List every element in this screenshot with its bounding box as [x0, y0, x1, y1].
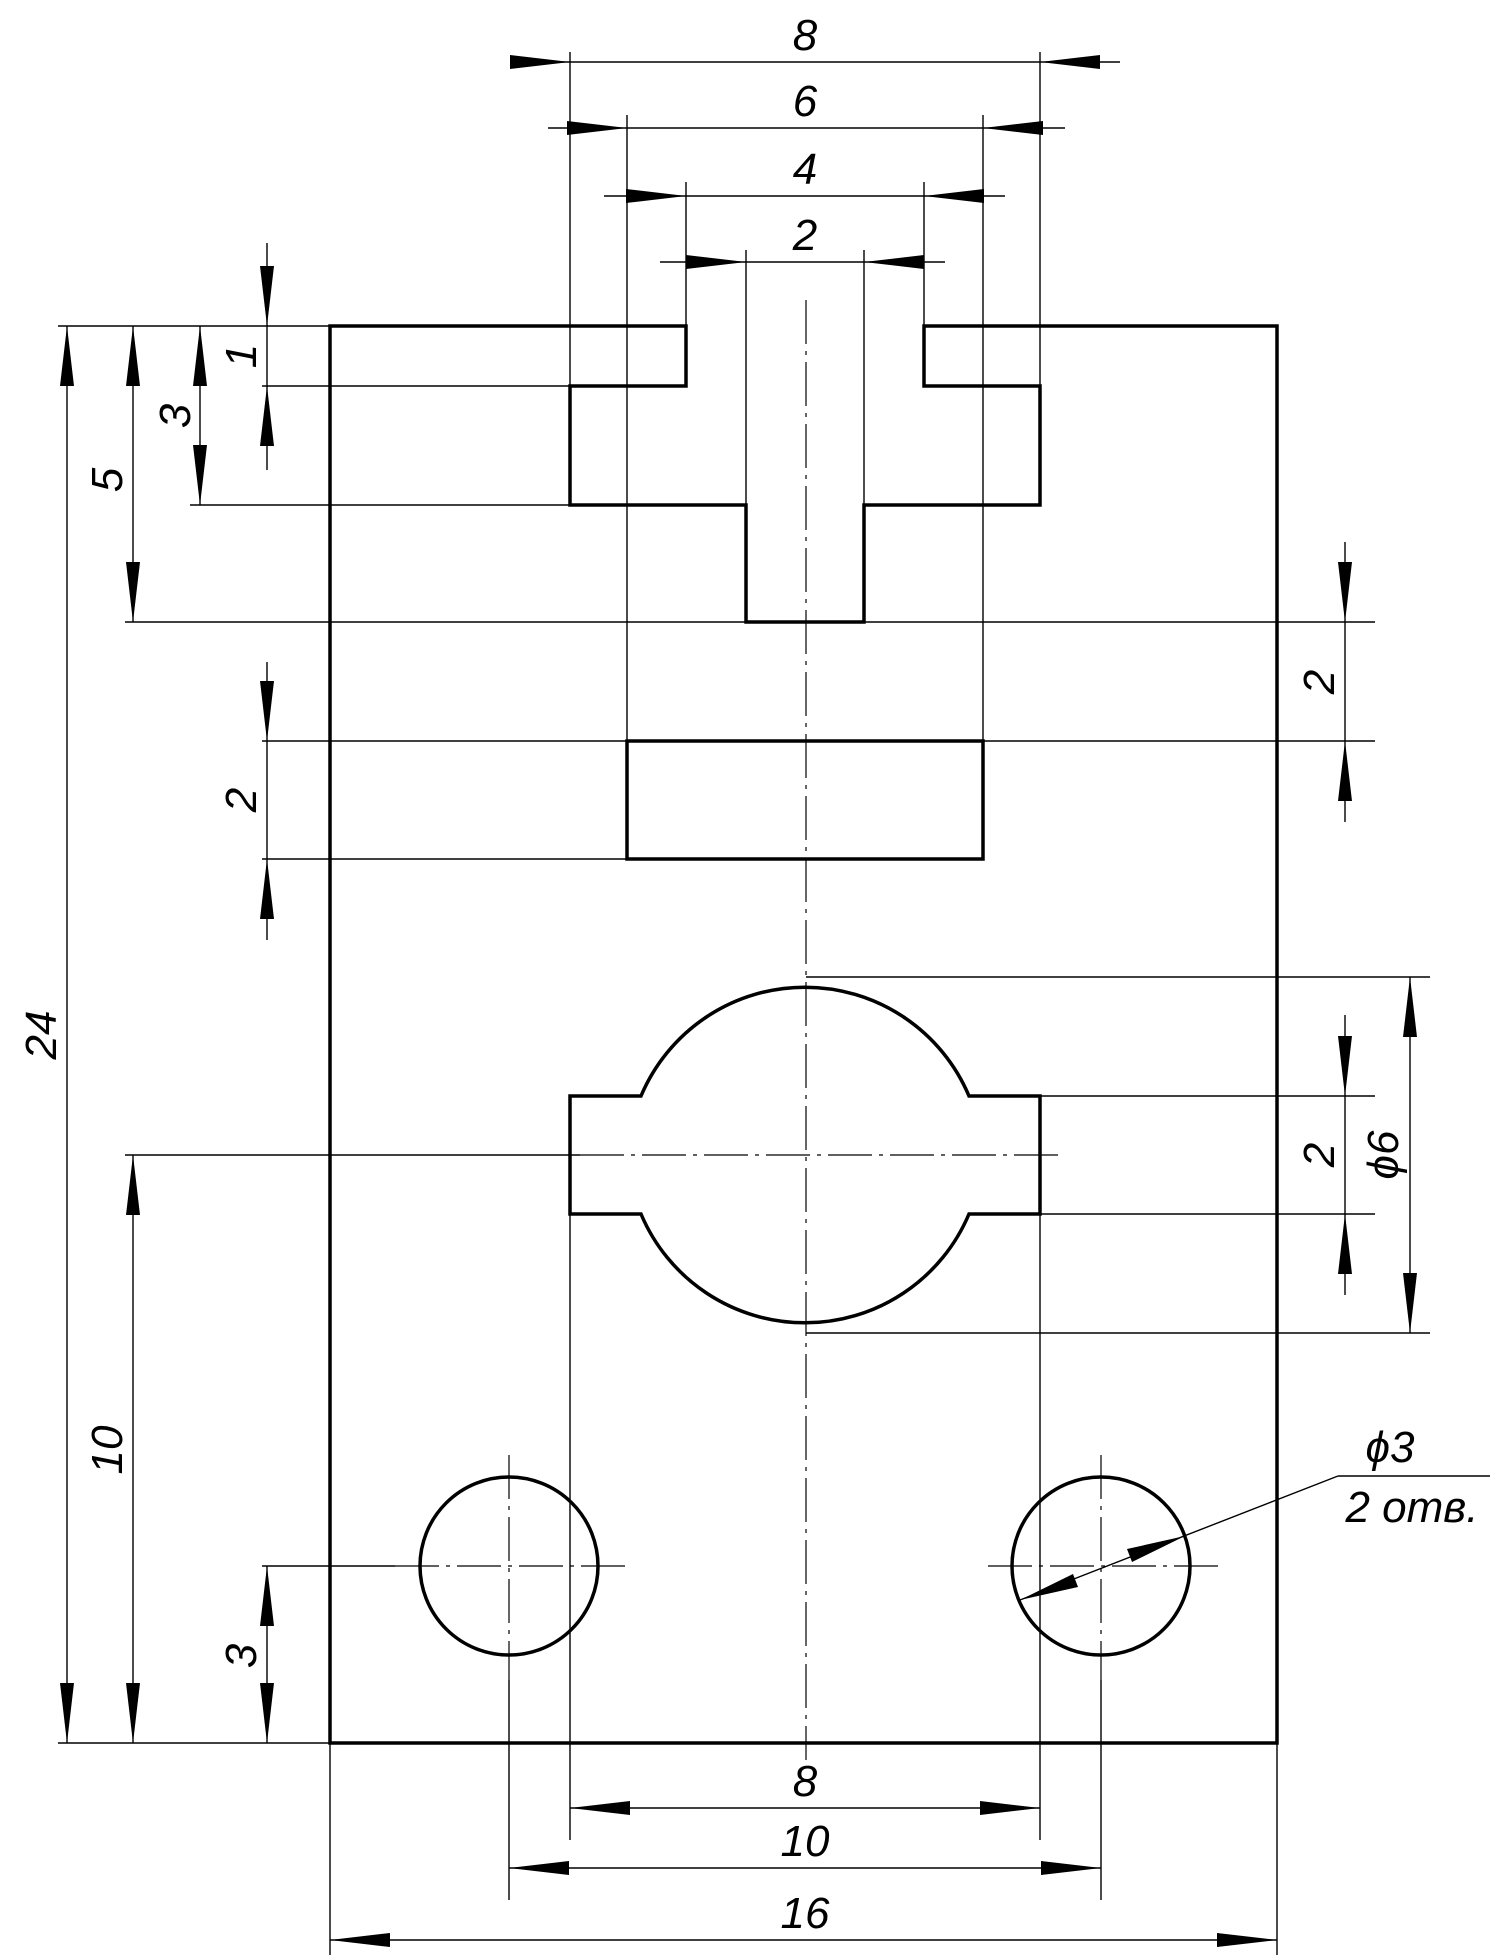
- arrowhead: [864, 255, 924, 269]
- arrowhead: [260, 1683, 274, 1743]
- dim-text-height-24: 24: [17, 1011, 66, 1061]
- arrowhead: [260, 859, 274, 919]
- dim-text-width-16: 16: [781, 1889, 830, 1938]
- dim-text-width-10: 10: [781, 1817, 830, 1866]
- arrowhead: [983, 121, 1043, 135]
- arrowhead: [60, 326, 74, 386]
- arrowhead: [1217, 1933, 1277, 1947]
- arrowhead: [260, 386, 274, 446]
- arrowhead: [626, 189, 686, 203]
- arrowhead: [1040, 55, 1100, 69]
- arrowhead: [510, 55, 570, 69]
- arrowheads: [60, 55, 1417, 1947]
- arrowhead: [1403, 977, 1417, 1037]
- dim-text-width-4: 4: [793, 145, 817, 194]
- hole-callout-size: ϕ3: [1366, 1423, 1415, 1472]
- dim-text-height-3: 3: [217, 1643, 266, 1668]
- hole-callout-count: 2 отв.: [1344, 1483, 1478, 1532]
- outer-body-with-top-notch: [328, 324, 1279, 1745]
- arrowhead: [126, 1155, 140, 1215]
- arrowhead: [260, 681, 274, 741]
- arrowhead: [1338, 562, 1352, 622]
- dim-text-slot-2: 2: [217, 788, 266, 813]
- arrowhead: [509, 1861, 569, 1875]
- arrowhead: [193, 326, 207, 386]
- arrowhead: [570, 1801, 630, 1815]
- arrowhead: [330, 1933, 390, 1947]
- arrowhead: [1338, 1214, 1352, 1274]
- arrowhead: [1127, 1536, 1185, 1562]
- arrowhead: [1403, 1273, 1417, 1333]
- arrowhead: [126, 1683, 140, 1743]
- dim-text-depth-5: 5: [83, 467, 132, 492]
- dim-text-key-2: 2: [1295, 1143, 1344, 1168]
- dim-text-width-6: 6: [793, 77, 818, 126]
- center-lines: [395, 300, 1218, 1760]
- dim-text-gap-2: 2: [1295, 670, 1344, 695]
- arrowhead: [193, 445, 207, 505]
- arrowhead: [1338, 1036, 1352, 1096]
- arrowhead: [126, 562, 140, 622]
- arrowhead: [567, 121, 627, 135]
- rectangular-slot: [625, 739, 985, 861]
- dim-text-depth-3: 3: [151, 403, 200, 428]
- arrowhead: [1338, 741, 1352, 801]
- arrowhead: [260, 1566, 274, 1626]
- dim-text-diameter-6: ϕ6: [1359, 1130, 1408, 1179]
- extension-lines: [58, 52, 1430, 1955]
- dim-text-depth-1: 1: [217, 344, 266, 368]
- dim-text-width-8-top: 8: [793, 11, 818, 60]
- dim-text-width-2-top: 2: [792, 211, 817, 260]
- part-outline: [328, 324, 1279, 1745]
- dim-text-width-8-bottom: 8: [793, 1757, 818, 1806]
- dimension-text: 8 6 4 2 1 3 5 24 2 10 3 2 2 ϕ6 8 10 16 ϕ…: [17, 11, 1479, 1938]
- dim-text-height-10: 10: [83, 1425, 132, 1474]
- arrowhead: [980, 1801, 1040, 1815]
- arrowhead: [924, 189, 984, 203]
- arrowhead: [1020, 1574, 1078, 1600]
- arrowhead: [686, 255, 746, 269]
- arrowhead: [60, 1683, 74, 1743]
- arrowhead: [1041, 1861, 1101, 1875]
- arrowhead: [260, 266, 274, 326]
- arrowhead: [126, 326, 140, 386]
